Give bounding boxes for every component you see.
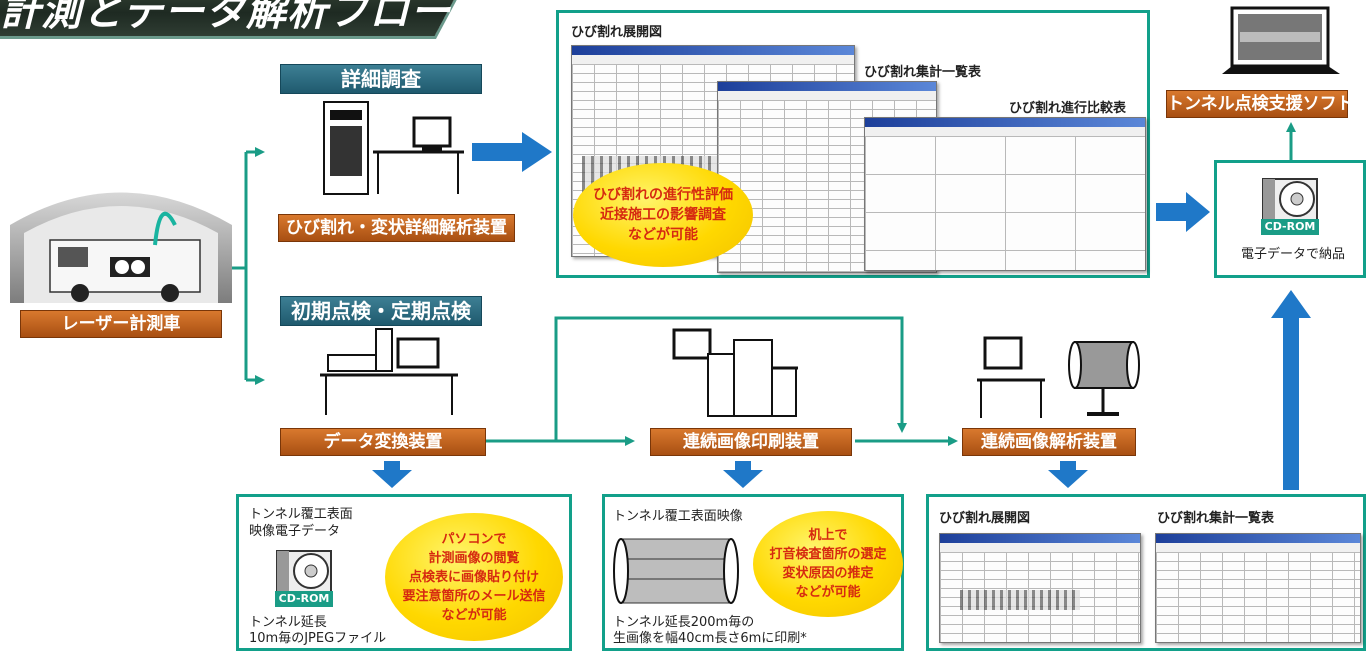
laser-vehicle-illustration [10, 192, 232, 303]
print-desc-line-3: 生画像を幅40cm長さ6mに印刷* [613, 631, 807, 646]
analyzer-crack-map-window [939, 533, 1141, 643]
detail-capability-1: ひび割れの進行性評価 [593, 187, 733, 203]
delivery-text: 電子データで納品 [1240, 247, 1345, 262]
crack-progress-window [864, 117, 1146, 271]
converter-capability-3: 点検表に画像貼り付け [408, 569, 539, 585]
print-desc-line-1: トンネル覆工表面映像 [613, 509, 743, 524]
detail-workstation-illustration [323, 101, 464, 195]
print-capability-3: 変状原因の推定 [782, 566, 874, 581]
converter-desc-line-4: 10m毎のJPEGファイル [249, 631, 387, 646]
crack-progress-title: ひび割れ進行比較表 [1009, 101, 1127, 116]
detail-survey-header: 詳細調査 [280, 64, 482, 94]
vehicle-branch-lines [230, 147, 265, 385]
converter-desc-line-2: 映像電子データ [249, 524, 341, 539]
converter-capability-4: 要注意箇所のメール送信 [402, 588, 546, 604]
vehicle-label: レーザー計測車 [20, 310, 222, 338]
analyzer-crack-summary-window [1155, 533, 1361, 643]
converter-capability-1: パソコンで [441, 531, 507, 547]
inspection-software-label: トンネル点検支援ソフト [1166, 90, 1354, 118]
print-output-box: トンネル覆工表面映像 トンネル延長200m毎の 生画像を幅40cm長さ6mに印刷… [602, 494, 904, 651]
cd-rom-text: CD-ROM [1264, 220, 1316, 233]
print-capability-1: 机上で [808, 528, 848, 543]
converter-desc-line-1: トンネル覆工表面 [249, 507, 353, 522]
print-capability-4: などが可能 [795, 585, 861, 600]
arrow-to-detail-panel [472, 132, 552, 172]
print-capability-2: 打音検査箇所の選定 [769, 547, 887, 562]
print-roll-image [613, 538, 739, 604]
detail-output-panel: ひび割れ展開図 ひび割れ集計一覧表 ひび割れ進行比較表 ひび割れの進行性評価 近… [556, 10, 1150, 278]
converter-desc-line-3: トンネル延長 [249, 615, 327, 630]
page-title: 計測とデータ解析フロー [0, 0, 451, 32]
cd-delivery-box: CD-ROM 電子データで納品 [1214, 160, 1366, 278]
cd-rom-icon [1261, 178, 1319, 235]
converter-capabilities-bubble: パソコンで 計測画像の閲覧 点検表に画像貼り付け 要注意箇所のメール送信 などが… [385, 513, 563, 641]
detail-capability-3: などが可能 [628, 227, 698, 243]
image-analyzer-label: 連続画像解析装置 [962, 428, 1136, 456]
process-lines [484, 122, 1296, 446]
converter-workstation-illustration [320, 328, 458, 415]
detail-capabilities-bubble: ひび割れの進行性評価 近接施工の影響調査 などが可能 [573, 163, 753, 267]
crack-summary-window [717, 81, 937, 273]
arrow-down-analyze [1048, 461, 1088, 488]
periodic-inspection-header: 初期点検・定期点検 [280, 296, 482, 326]
arrow-up-to-cd-box [1271, 290, 1311, 490]
printer-illustration [672, 328, 798, 417]
crack-summary-title: ひび割れ集計一覧表 [864, 65, 982, 80]
arrow-down-print [723, 461, 763, 488]
converter-capability-2: 計測画像の閲覧 [428, 550, 520, 566]
blue-arrows [372, 132, 1311, 490]
analyzer-illustration [977, 336, 1140, 418]
converter-output-box: トンネル覆工表面 映像電子データ CD-ROM トンネル延長 10m毎のJPEG… [236, 494, 572, 651]
data-converter-label: データ変換装置 [280, 428, 486, 456]
analyzer-crack-summary-title: ひび割れ集計一覧表 [1157, 511, 1275, 526]
arrow-down-convert [372, 461, 412, 488]
converter-cd-text: CD-ROM [278, 592, 330, 605]
arrow-to-cd-box [1156, 192, 1210, 232]
analyzer-crack-map-title: ひび割れ展開図 [939, 511, 1031, 526]
detail-capability-2: 近接施工の影響調査 [600, 207, 726, 223]
crack-map-title: ひび割れ展開図 [571, 25, 663, 40]
image-printer-label: 連続画像印刷装置 [650, 428, 852, 456]
converter-capability-5: などが可能 [441, 607, 507, 623]
cd-rom-icon [275, 550, 333, 607]
print-capabilities-bubble: 机上で 打音検査箇所の選定 変状原因の推定 などが可能 [753, 511, 903, 617]
print-desc-line-2: トンネル延長200m毎の [613, 615, 755, 630]
analyzer-output-box: ひび割れ展開図 ひび割れ集計一覧表 [926, 494, 1366, 651]
detail-device-label: ひび割れ・変状詳細解析装置 [278, 214, 515, 242]
laptop-icon [1222, 6, 1340, 74]
